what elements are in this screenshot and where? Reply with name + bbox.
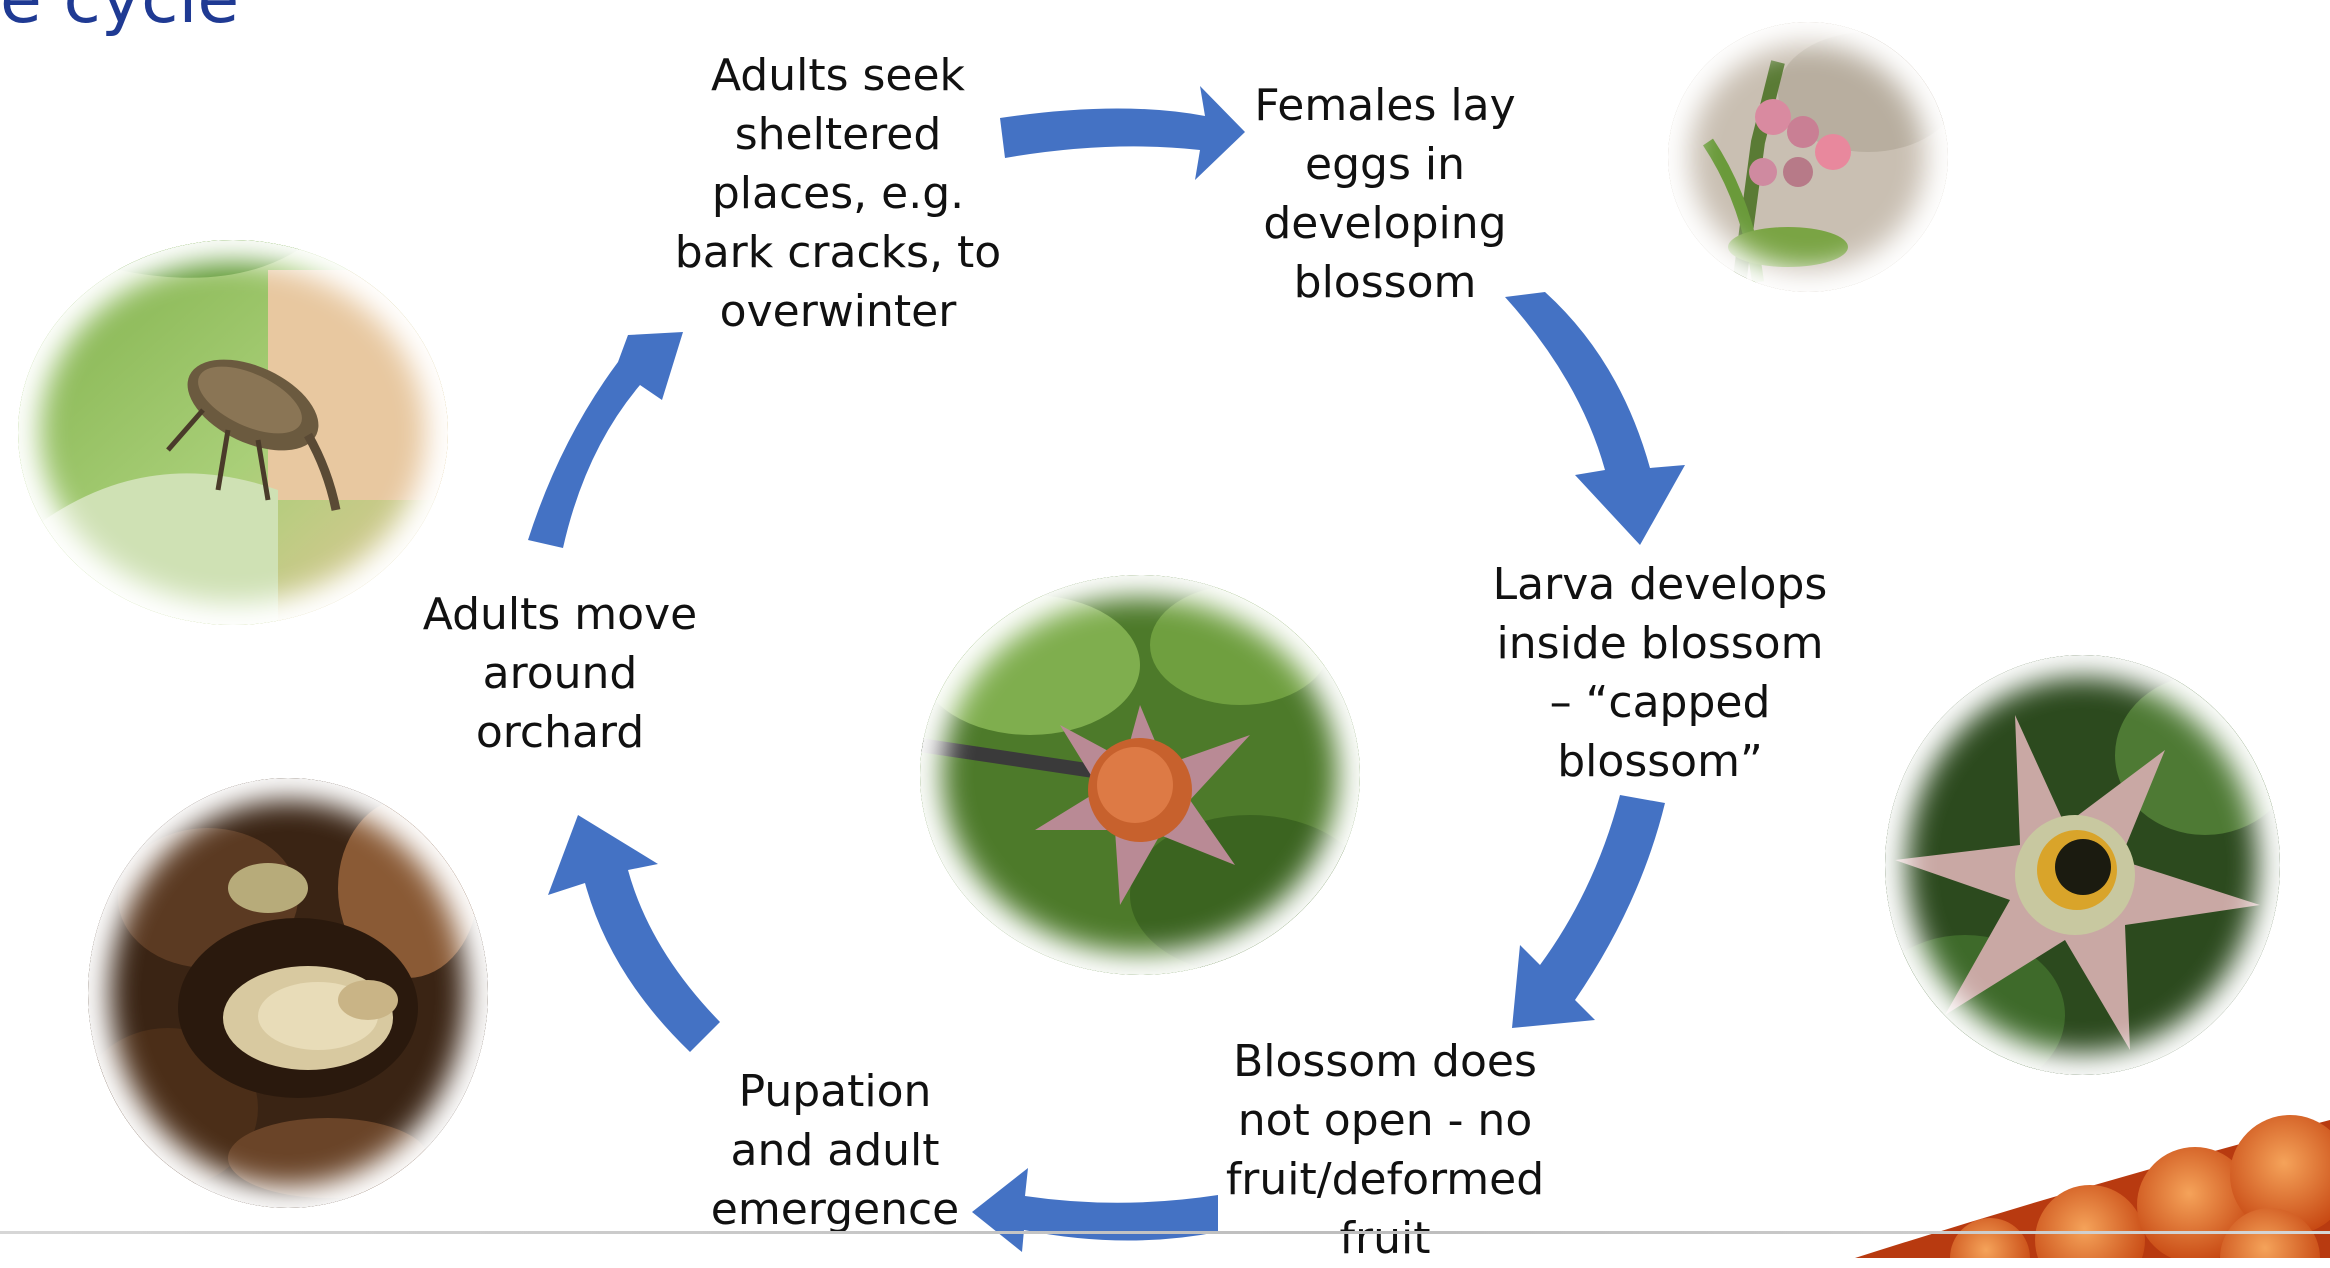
slide-bottom-rule: [0, 1231, 2330, 1234]
